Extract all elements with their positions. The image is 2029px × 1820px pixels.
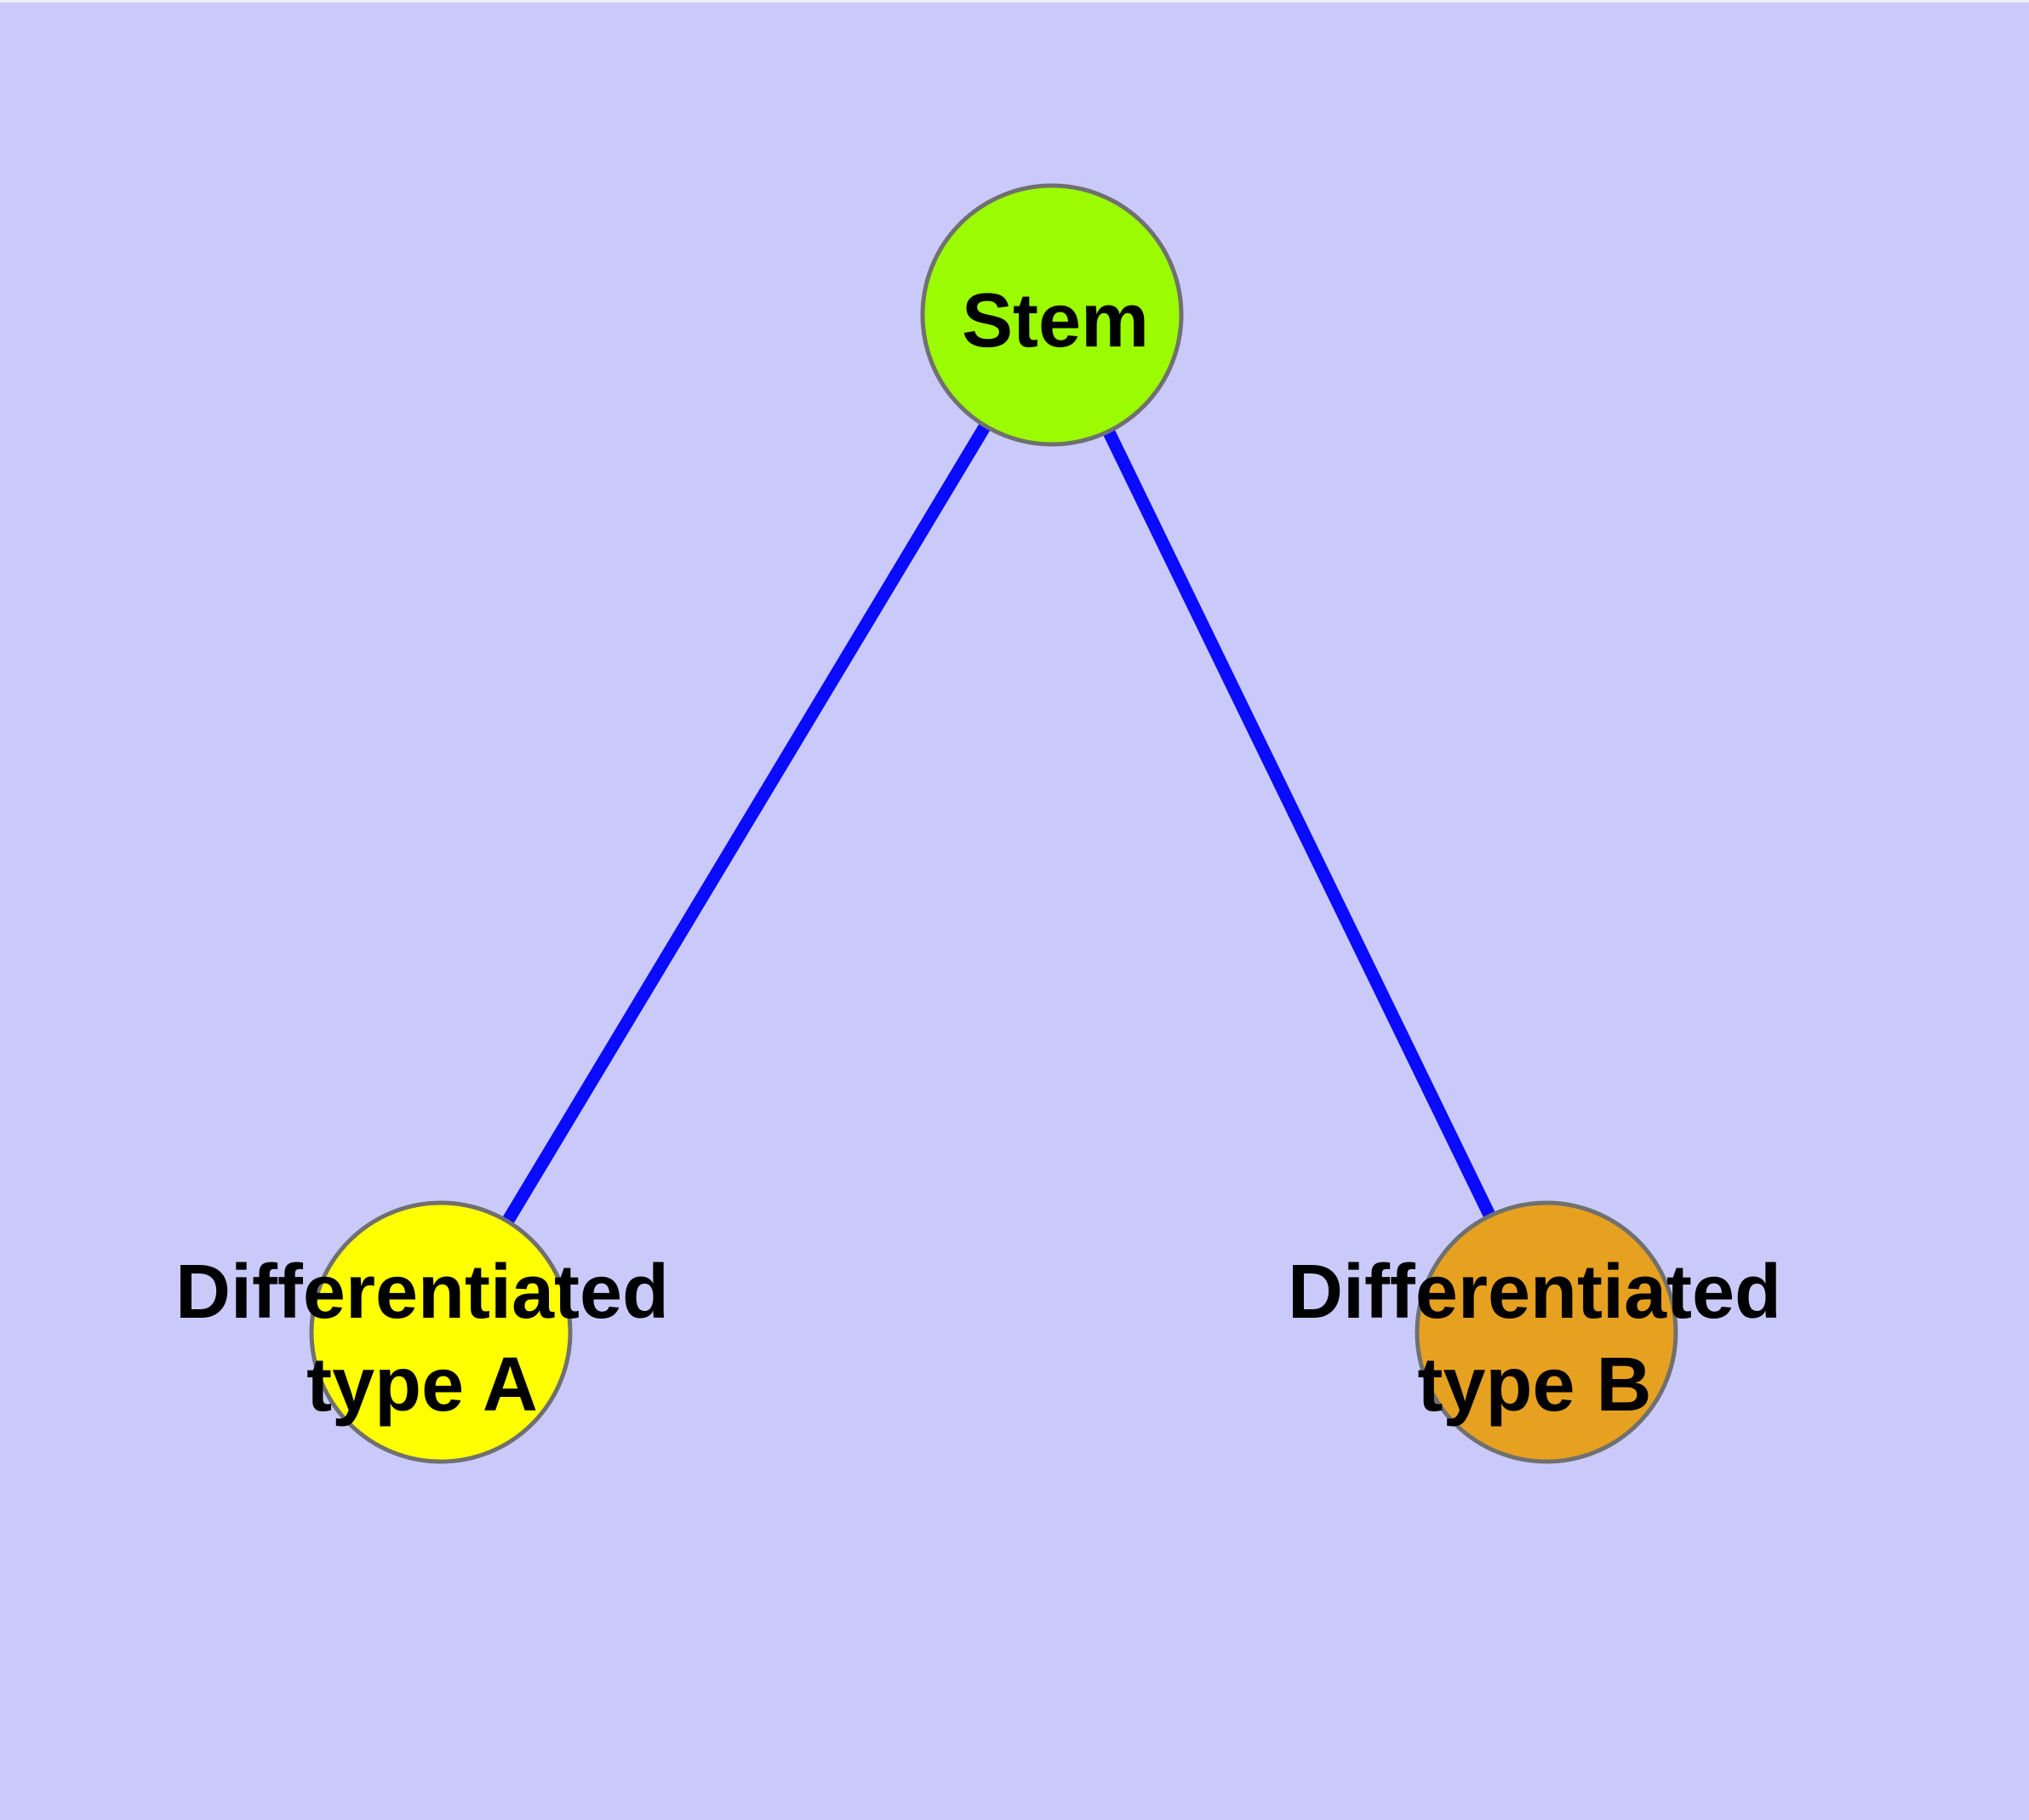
node-type-b-circle xyxy=(1415,1200,1678,1464)
edge-stem-to-type-b xyxy=(1046,312,1552,1336)
edge-stem-to-type-a xyxy=(435,312,1058,1336)
node-type-a-label-line-2: type A xyxy=(306,1342,538,1428)
node-type-b-label-line-1: Differentiated xyxy=(1288,1250,1781,1335)
node-type-a-circle xyxy=(309,1200,573,1464)
node-type-a-label-line-1: Differentiated xyxy=(175,1250,669,1335)
node-stem-label: Stem xyxy=(962,278,1149,363)
node-type-b-label-line-2: type B xyxy=(1417,1342,1651,1428)
top-border xyxy=(0,0,2029,3)
node-stem-circle xyxy=(920,183,1184,447)
